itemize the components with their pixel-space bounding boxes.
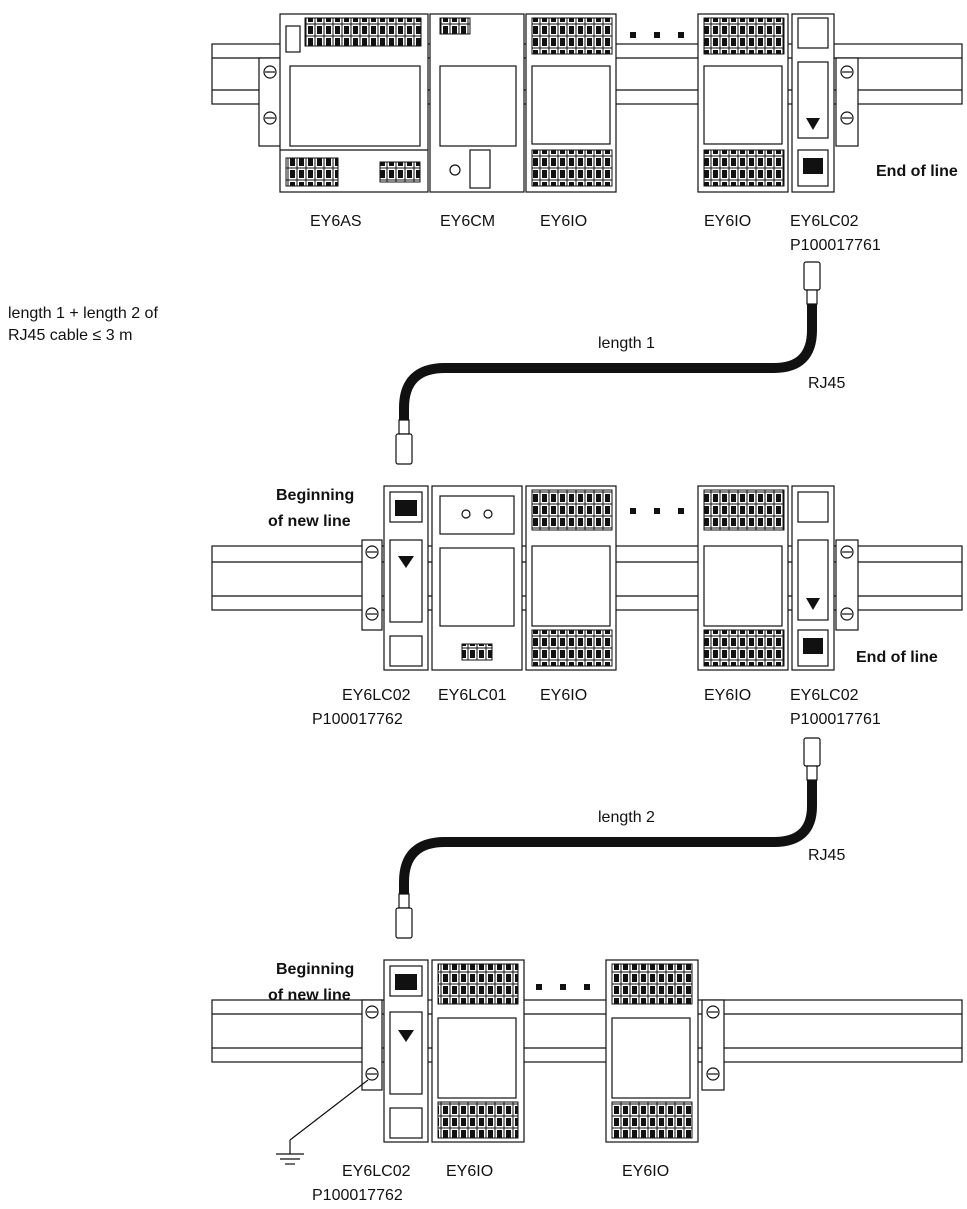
- din-rail: [211, 999, 963, 1063]
- module-label: EY6LC02: [790, 213, 859, 230]
- module-label: EY6AS: [310, 213, 362, 230]
- rj45-label: RJ45: [808, 375, 845, 392]
- beginning-label: of new line: [268, 987, 351, 1004]
- rj45-cable-1: [395, 261, 821, 465]
- rj45-cable-2: [395, 737, 821, 939]
- end-clamp-left: [361, 539, 383, 631]
- module-label: EY6IO: [704, 687, 751, 704]
- row1-assembly: [211, 13, 963, 193]
- cable-length-note: length 1 + length 2 of: [8, 305, 158, 322]
- module-ey6lc02: [791, 485, 835, 671]
- end-clamp-right: [835, 57, 859, 147]
- module-ey6lc02: [383, 959, 429, 1143]
- row3-assembly: [211, 959, 963, 1165]
- module-ey6io: [525, 485, 617, 671]
- rj45-label: RJ45: [808, 847, 845, 864]
- end-clamp-left: [258, 57, 282, 147]
- module-ey6io: [697, 485, 789, 671]
- part-number: P100017761: [790, 237, 881, 254]
- module-ey6io: [605, 959, 699, 1143]
- module-ey6cm: [429, 13, 525, 193]
- module-ey6lc02: [383, 485, 429, 671]
- cable-length-label: length 1: [598, 335, 655, 352]
- beginning-label: Beginning: [276, 961, 354, 978]
- row2-assembly: [211, 485, 963, 671]
- part-number: P100017762: [312, 711, 403, 728]
- beginning-label: Beginning: [276, 487, 354, 504]
- module-label: EY6IO: [704, 213, 751, 230]
- module-ey6lc02: [791, 13, 835, 193]
- cable-length-note: RJ45 cable ≤ 3 m: [8, 327, 132, 344]
- module-label: EY6LC02: [790, 687, 859, 704]
- ellipsis-dots: [536, 984, 590, 990]
- module-ey6io: [431, 959, 525, 1143]
- module-label: EY6IO: [540, 213, 587, 230]
- module-ey6io: [697, 13, 789, 193]
- end-clamp-right: [701, 999, 725, 1091]
- module-label: EY6CM: [440, 213, 495, 230]
- end-clamp-right: [835, 539, 859, 631]
- ellipsis-dots: [630, 32, 684, 38]
- cable-length-label: length 2: [598, 809, 655, 826]
- end-of-line-label: End of line: [876, 163, 958, 180]
- module-ey6io: [525, 13, 617, 193]
- module-label: EY6IO: [622, 1163, 669, 1180]
- module-label: EY6LC02: [342, 687, 411, 704]
- end-clamp-left: [361, 999, 383, 1091]
- beginning-label: of new line: [268, 513, 351, 530]
- end-of-line-label: End of line: [856, 649, 938, 666]
- module-label: EY6IO: [446, 1163, 493, 1180]
- part-number: P100017761: [790, 711, 881, 728]
- ellipsis-dots: [630, 508, 684, 514]
- module-label: EY6LC01: [438, 687, 507, 704]
- module-label: EY6LC02: [342, 1163, 411, 1180]
- module-ey6as: [279, 13, 429, 193]
- module-label: EY6IO: [540, 687, 587, 704]
- module-ey6lc01: [431, 485, 523, 671]
- ground-icon: [276, 1079, 369, 1165]
- part-number: P100017762: [312, 1187, 403, 1204]
